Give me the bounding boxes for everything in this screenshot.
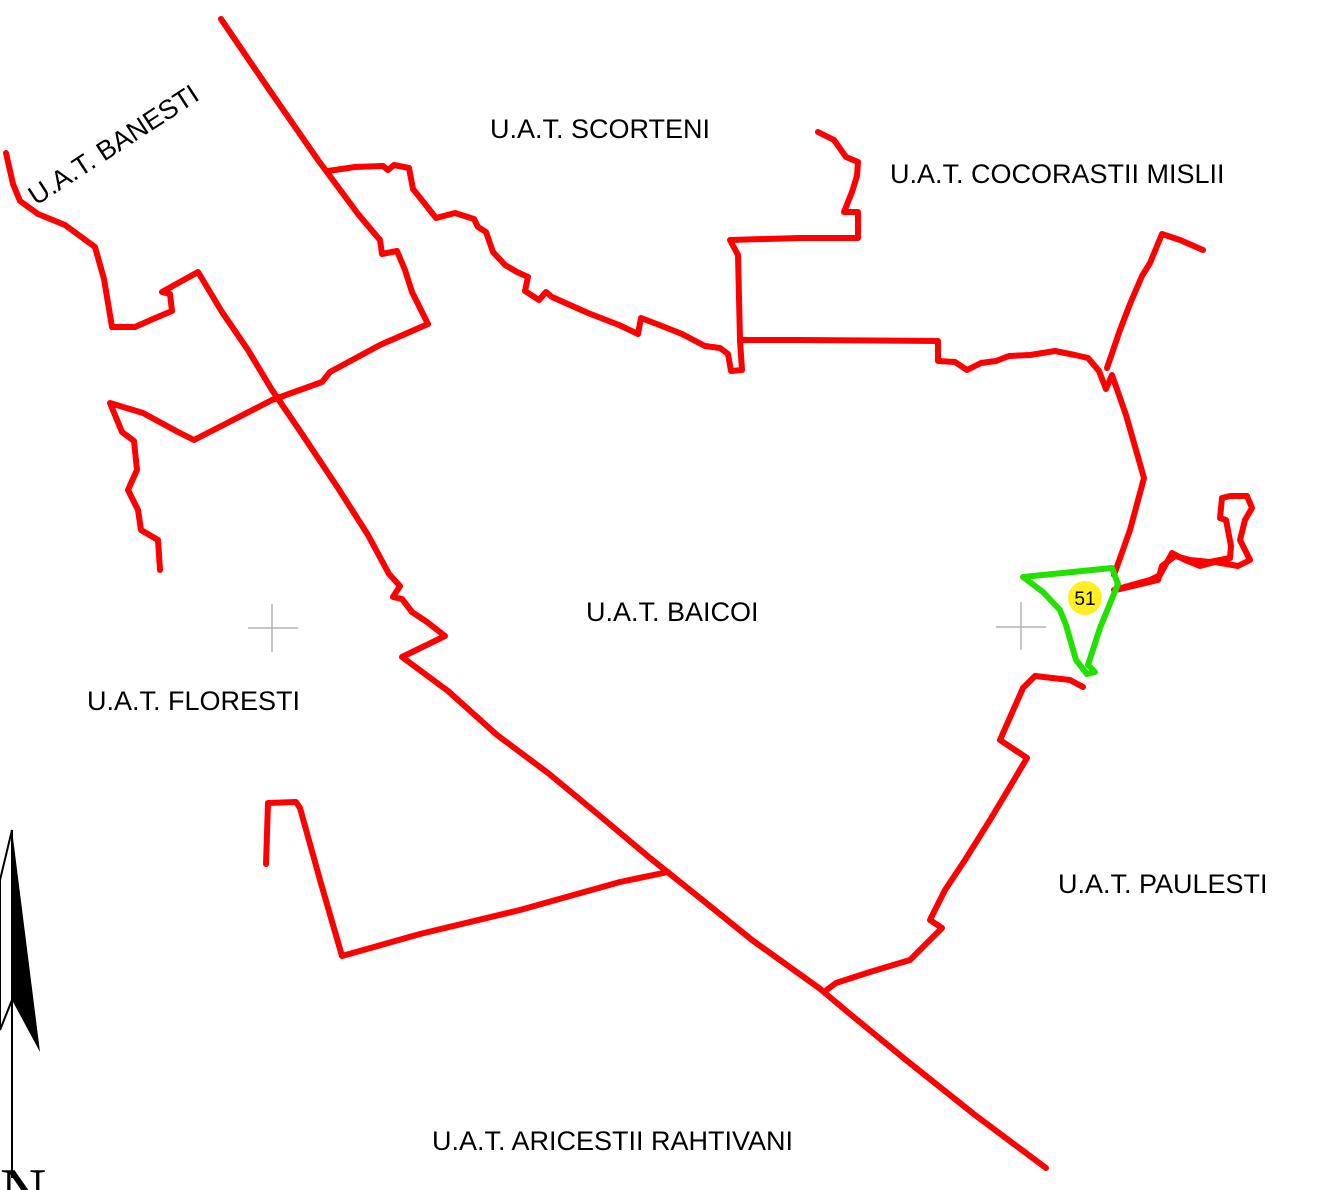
boundary-aricestii: [263, 799, 671, 959]
parcel-outline: [1020, 565, 1121, 677]
label-paulesti: U.A.T. PAULESTI: [1058, 869, 1268, 899]
crosshair-icon: [996, 602, 1046, 650]
label-scorteni: U.A.T. SCORTENI: [490, 114, 710, 144]
crosshair-icon: [248, 604, 298, 652]
parcel-51[interactable]: 51: [1020, 565, 1121, 677]
boundary-banesti-upper: [3, 150, 1049, 1171]
boundary-lines: [3, 16, 1255, 1171]
centroid-markers: [248, 602, 1046, 652]
boundary-main-diagonal: [218, 16, 431, 327]
boundary-cocorastii-east: [1104, 231, 1206, 371]
label-banesti: U.A.T. BANESTI: [23, 79, 204, 211]
boundary-paulesti-south: [821, 673, 1086, 995]
boundary-cocorastii: [727, 129, 861, 343]
north-arrow-right-half: [12, 830, 40, 1052]
north-arrow: N: [0, 829, 46, 1190]
label-cocorastii: U.A.T. COCORASTII MISLII: [890, 159, 1225, 189]
label-baicoi: U.A.T. BAICOI: [586, 597, 759, 627]
boundary-floresti-cross: [107, 321, 431, 573]
north-arrow-left-half: [0, 829, 13, 1031]
parcel-marker: [1068, 581, 1102, 615]
region-labels: U.A.T. BANESTI U.A.T. SCORTENI U.A.T. CO…: [23, 79, 1268, 1156]
north-letter: N: [0, 1155, 46, 1190]
boundary-scorteni: [325, 162, 1147, 578]
boundary-paulesti: [1111, 493, 1255, 593]
label-aricestii: U.A.T. ARICESTII RAHTIVANI: [432, 1126, 793, 1156]
label-floresti: U.A.T. FLORESTI: [87, 686, 300, 716]
parcel-id-label: 51: [1074, 589, 1095, 610]
